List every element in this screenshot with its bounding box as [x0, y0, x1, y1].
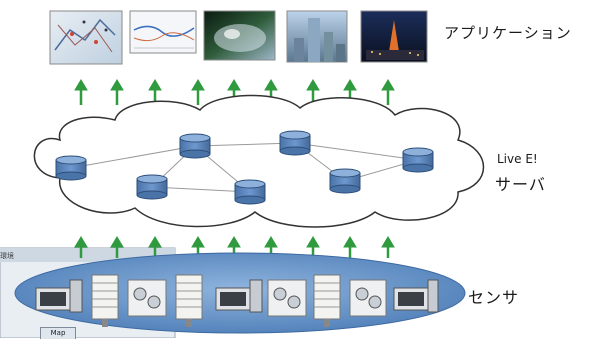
app-graph-thumbnail: [129, 10, 197, 54]
sensor-radiation-shield: [175, 274, 203, 327]
app-weather-map-thumbnail: [49, 10, 123, 65]
lower-arrows: [74, 236, 395, 258]
sensor-device-station: [35, 279, 83, 313]
sensor-anemometer: [127, 279, 167, 317]
sensor-group: [14, 252, 466, 334]
network-links: [70, 142, 419, 193]
app-tokyo-tower-night-thumbnail: [360, 10, 428, 63]
sensor-anemometer: [349, 279, 387, 317]
database-icon: [179, 133, 211, 159]
sensor-anemometer: [267, 279, 307, 317]
database-icon: [136, 174, 168, 200]
sensor-device-station: [393, 279, 439, 313]
background-window-corner-text: 環境: [0, 252, 14, 260]
app-city-daytime-thumbnail: [286, 10, 348, 63]
database-icon: [329, 168, 361, 194]
sensor-radiation-shield: [313, 274, 341, 327]
applications-label: アプリケーション: [444, 24, 572, 42]
up-arrow: [74, 236, 88, 258]
database-icon: [402, 147, 434, 173]
up-arrow: [343, 236, 357, 258]
sensor-device-station: [215, 279, 263, 313]
up-arrow: [381, 236, 395, 258]
database-icon: [55, 155, 87, 181]
up-arrow: [110, 236, 124, 258]
database-icon: [234, 179, 266, 205]
database-icon: [279, 130, 311, 156]
platform-name-label: Live E!: [497, 152, 538, 166]
background-map-tab[interactable]: Map: [40, 327, 76, 339]
up-arrow: [74, 79, 88, 105]
up-arrow: [191, 79, 205, 105]
application-thumbnails: [49, 10, 428, 65]
app-earth-thumbnail: [203, 10, 276, 61]
sensors-label: センサ: [468, 288, 520, 307]
server-label: サーバ: [495, 175, 546, 194]
sensor-radiation-shield: [91, 274, 119, 327]
database-nodes: [55, 130, 434, 205]
up-arrow: [381, 79, 395, 105]
up-arrow: [110, 79, 124, 105]
